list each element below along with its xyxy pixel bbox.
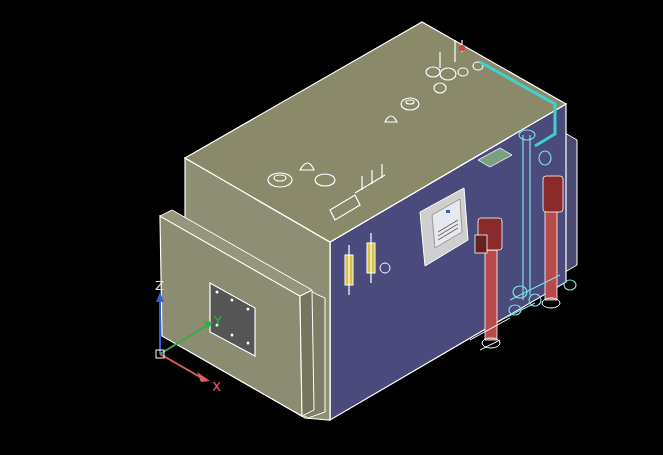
axis-label: X (212, 380, 221, 393)
axis-label: Z (155, 279, 164, 292)
axis-label: Y (214, 314, 222, 327)
